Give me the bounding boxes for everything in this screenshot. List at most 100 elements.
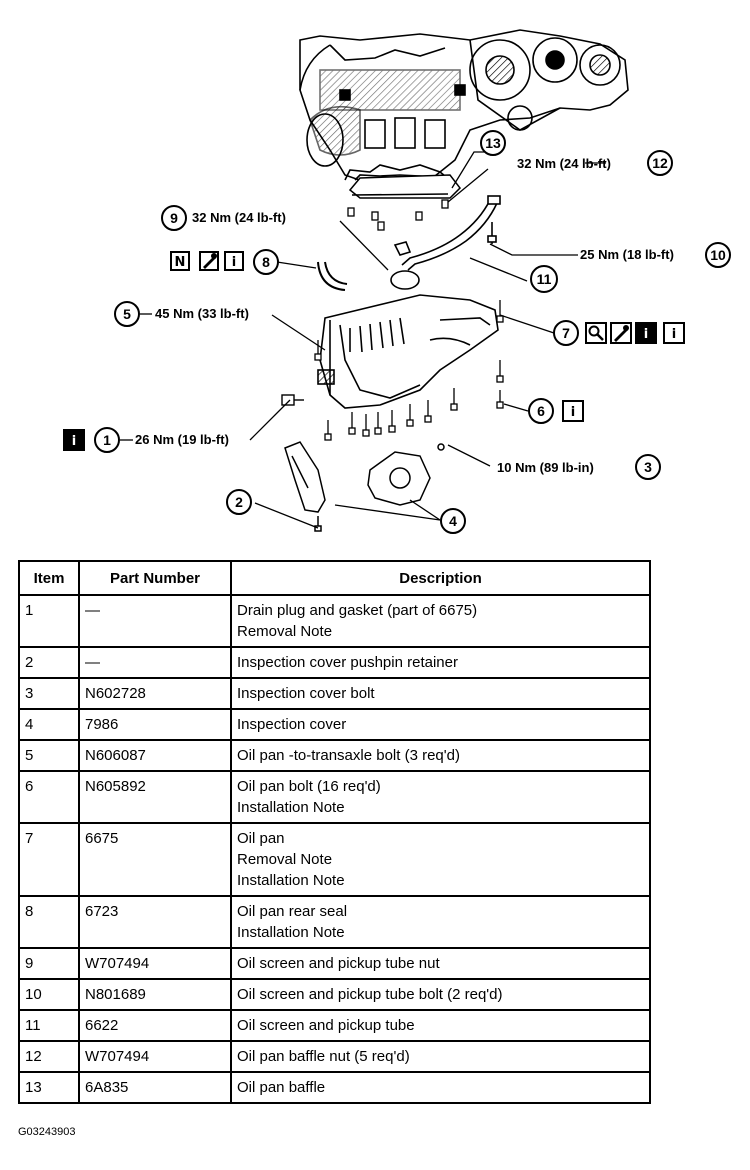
header-item: Item xyxy=(18,560,80,596)
item-cell: 3 xyxy=(18,677,80,710)
svg-text:2: 2 xyxy=(235,494,243,510)
table-row: 1—Drain plug and gasket (part of 6675) R… xyxy=(18,594,651,648)
baffle-nuts xyxy=(347,199,449,231)
header-description: Description xyxy=(230,560,651,596)
part-number-cell: N606087 xyxy=(78,739,232,772)
description-cell: Oil screen and pickup tube xyxy=(230,1009,651,1042)
part-number-cell: W707494 xyxy=(78,947,232,980)
oil-pan-baffle-illustration xyxy=(348,174,461,199)
callout-2: 2 xyxy=(226,489,252,515)
info-icon-filled: i xyxy=(63,429,85,451)
svg-text:i: i xyxy=(644,327,648,342)
table-header-row: Item Part Number Description xyxy=(18,560,651,596)
part-number-cell: W707494 xyxy=(78,1040,232,1073)
part-number-cell: N605892 xyxy=(78,770,232,824)
description-cell: Oil screen and pickup tube bolt (2 req'd… xyxy=(230,978,651,1011)
svg-text:9: 9 xyxy=(170,210,178,226)
svg-text:i: i xyxy=(72,434,76,449)
info-icon-filled: i xyxy=(635,322,657,344)
svg-text:13: 13 xyxy=(485,135,501,151)
item-cell: 9 xyxy=(18,947,80,980)
item-cell: 6 xyxy=(18,770,80,824)
part-number-cell: 6723 xyxy=(78,895,232,949)
callout-1: i 1 26 Nm (19 lb-ft) xyxy=(63,427,229,453)
callout-9-torque: 32 Nm (24 lb-ft) xyxy=(192,210,286,225)
callout-7: 7 i i xyxy=(553,320,685,346)
item-cell: 10 xyxy=(18,978,80,1011)
svg-text:3: 3 xyxy=(644,459,652,475)
part-number-cell: N602728 xyxy=(78,677,232,710)
item-cell: 1 xyxy=(18,594,80,648)
oil-pickup-tube-illustration xyxy=(390,195,501,290)
figure-id: G03243903 xyxy=(18,1126,76,1138)
svg-text:i: i xyxy=(672,327,676,342)
parts-table: Item Part Number Description 1—Drain plu… xyxy=(18,560,651,1104)
svg-text:i: i xyxy=(571,405,575,420)
callout-10: 25 Nm (18 lb-ft) 10 xyxy=(580,242,731,268)
oil-pan-illustration xyxy=(317,294,499,409)
drain-plug-illustration xyxy=(281,394,304,406)
svg-text:5: 5 xyxy=(123,306,131,322)
callout-12-torque: 32 Nm (24 lb-ft) xyxy=(517,156,611,171)
description-cell: Oil pan -to-transaxle bolt (3 req'd) xyxy=(230,739,651,772)
callout-6: 6 i xyxy=(528,398,584,424)
part-number-cell: 7986 xyxy=(78,708,232,741)
part-number-cell: 6675 xyxy=(78,822,232,897)
svg-text:8: 8 xyxy=(262,254,270,270)
item-cell: 2 xyxy=(18,646,80,679)
item-cell: 8 xyxy=(18,895,80,949)
svg-text:6: 6 xyxy=(537,403,545,419)
wrench-icon xyxy=(610,322,632,344)
inspection-cover-illustration xyxy=(284,441,445,532)
callout-12: 32 Nm (24 lb-ft) 12 xyxy=(517,150,673,176)
callout-9: 9 32 Nm (24 lb-ft) xyxy=(161,205,286,231)
svg-text:N: N xyxy=(175,255,186,270)
part-number-cell: 6A835 xyxy=(78,1071,232,1104)
callout-3-torque: 10 Nm (89 lb-in) xyxy=(497,460,594,475)
item-cell: 4 xyxy=(18,708,80,741)
svg-text:1: 1 xyxy=(103,432,111,448)
callout-3: 10 Nm (89 lb-in) 3 xyxy=(497,454,661,480)
svg-text:4: 4 xyxy=(449,513,457,529)
info-icon: i xyxy=(663,322,685,344)
callout-10-torque: 25 Nm (18 lb-ft) xyxy=(580,247,674,262)
item-cell: 12 xyxy=(18,1040,80,1073)
item-cell: 5 xyxy=(18,739,80,772)
exploded-oil-pan-diagram: 13 32 Nm (24 lb-ft) 12 9 32 Nm (24 lb-ft… xyxy=(63,29,731,534)
description-cell: Drain plug and gasket (part of 6675) Rem… xyxy=(230,594,651,648)
callout-13: 13 xyxy=(480,130,506,156)
description-cell: Oil pan rear seal Installation Note xyxy=(230,895,651,949)
description-cell: Oil pan baffle nut (5 req'd) xyxy=(230,1040,651,1073)
callout-1-torque: 26 Nm (19 lb-ft) xyxy=(135,432,229,447)
description-cell: Inspection cover bolt xyxy=(230,677,651,710)
svg-text:7: 7 xyxy=(562,325,570,341)
header-part-number: Part Number xyxy=(78,560,232,596)
table-row: 2—Inspection cover pushpin retainer xyxy=(18,646,651,679)
oil-pan-rear-seal-illustration xyxy=(317,261,348,291)
svg-text:i: i xyxy=(232,255,236,270)
magnifier-icon xyxy=(585,322,607,344)
description-cell: Inspection cover xyxy=(230,708,651,741)
description-cell: Inspection cover pushpin retainer xyxy=(230,646,651,679)
part-number-cell: — xyxy=(78,646,232,679)
wrench-icon xyxy=(199,251,219,271)
callout-5-torque: 45 Nm (33 lb-ft) xyxy=(155,306,249,321)
callout-8: N i 8 xyxy=(170,249,279,275)
description-cell: Oil pan Removal Note Installation Note xyxy=(230,822,651,897)
svg-text:11: 11 xyxy=(537,271,552,287)
n-icon: N xyxy=(170,251,190,271)
part-number-cell: N801689 xyxy=(78,978,232,1011)
part-number-cell: 6622 xyxy=(78,1009,232,1042)
item-cell: 13 xyxy=(18,1071,80,1104)
description-cell: Oil screen and pickup tube nut xyxy=(230,947,651,980)
